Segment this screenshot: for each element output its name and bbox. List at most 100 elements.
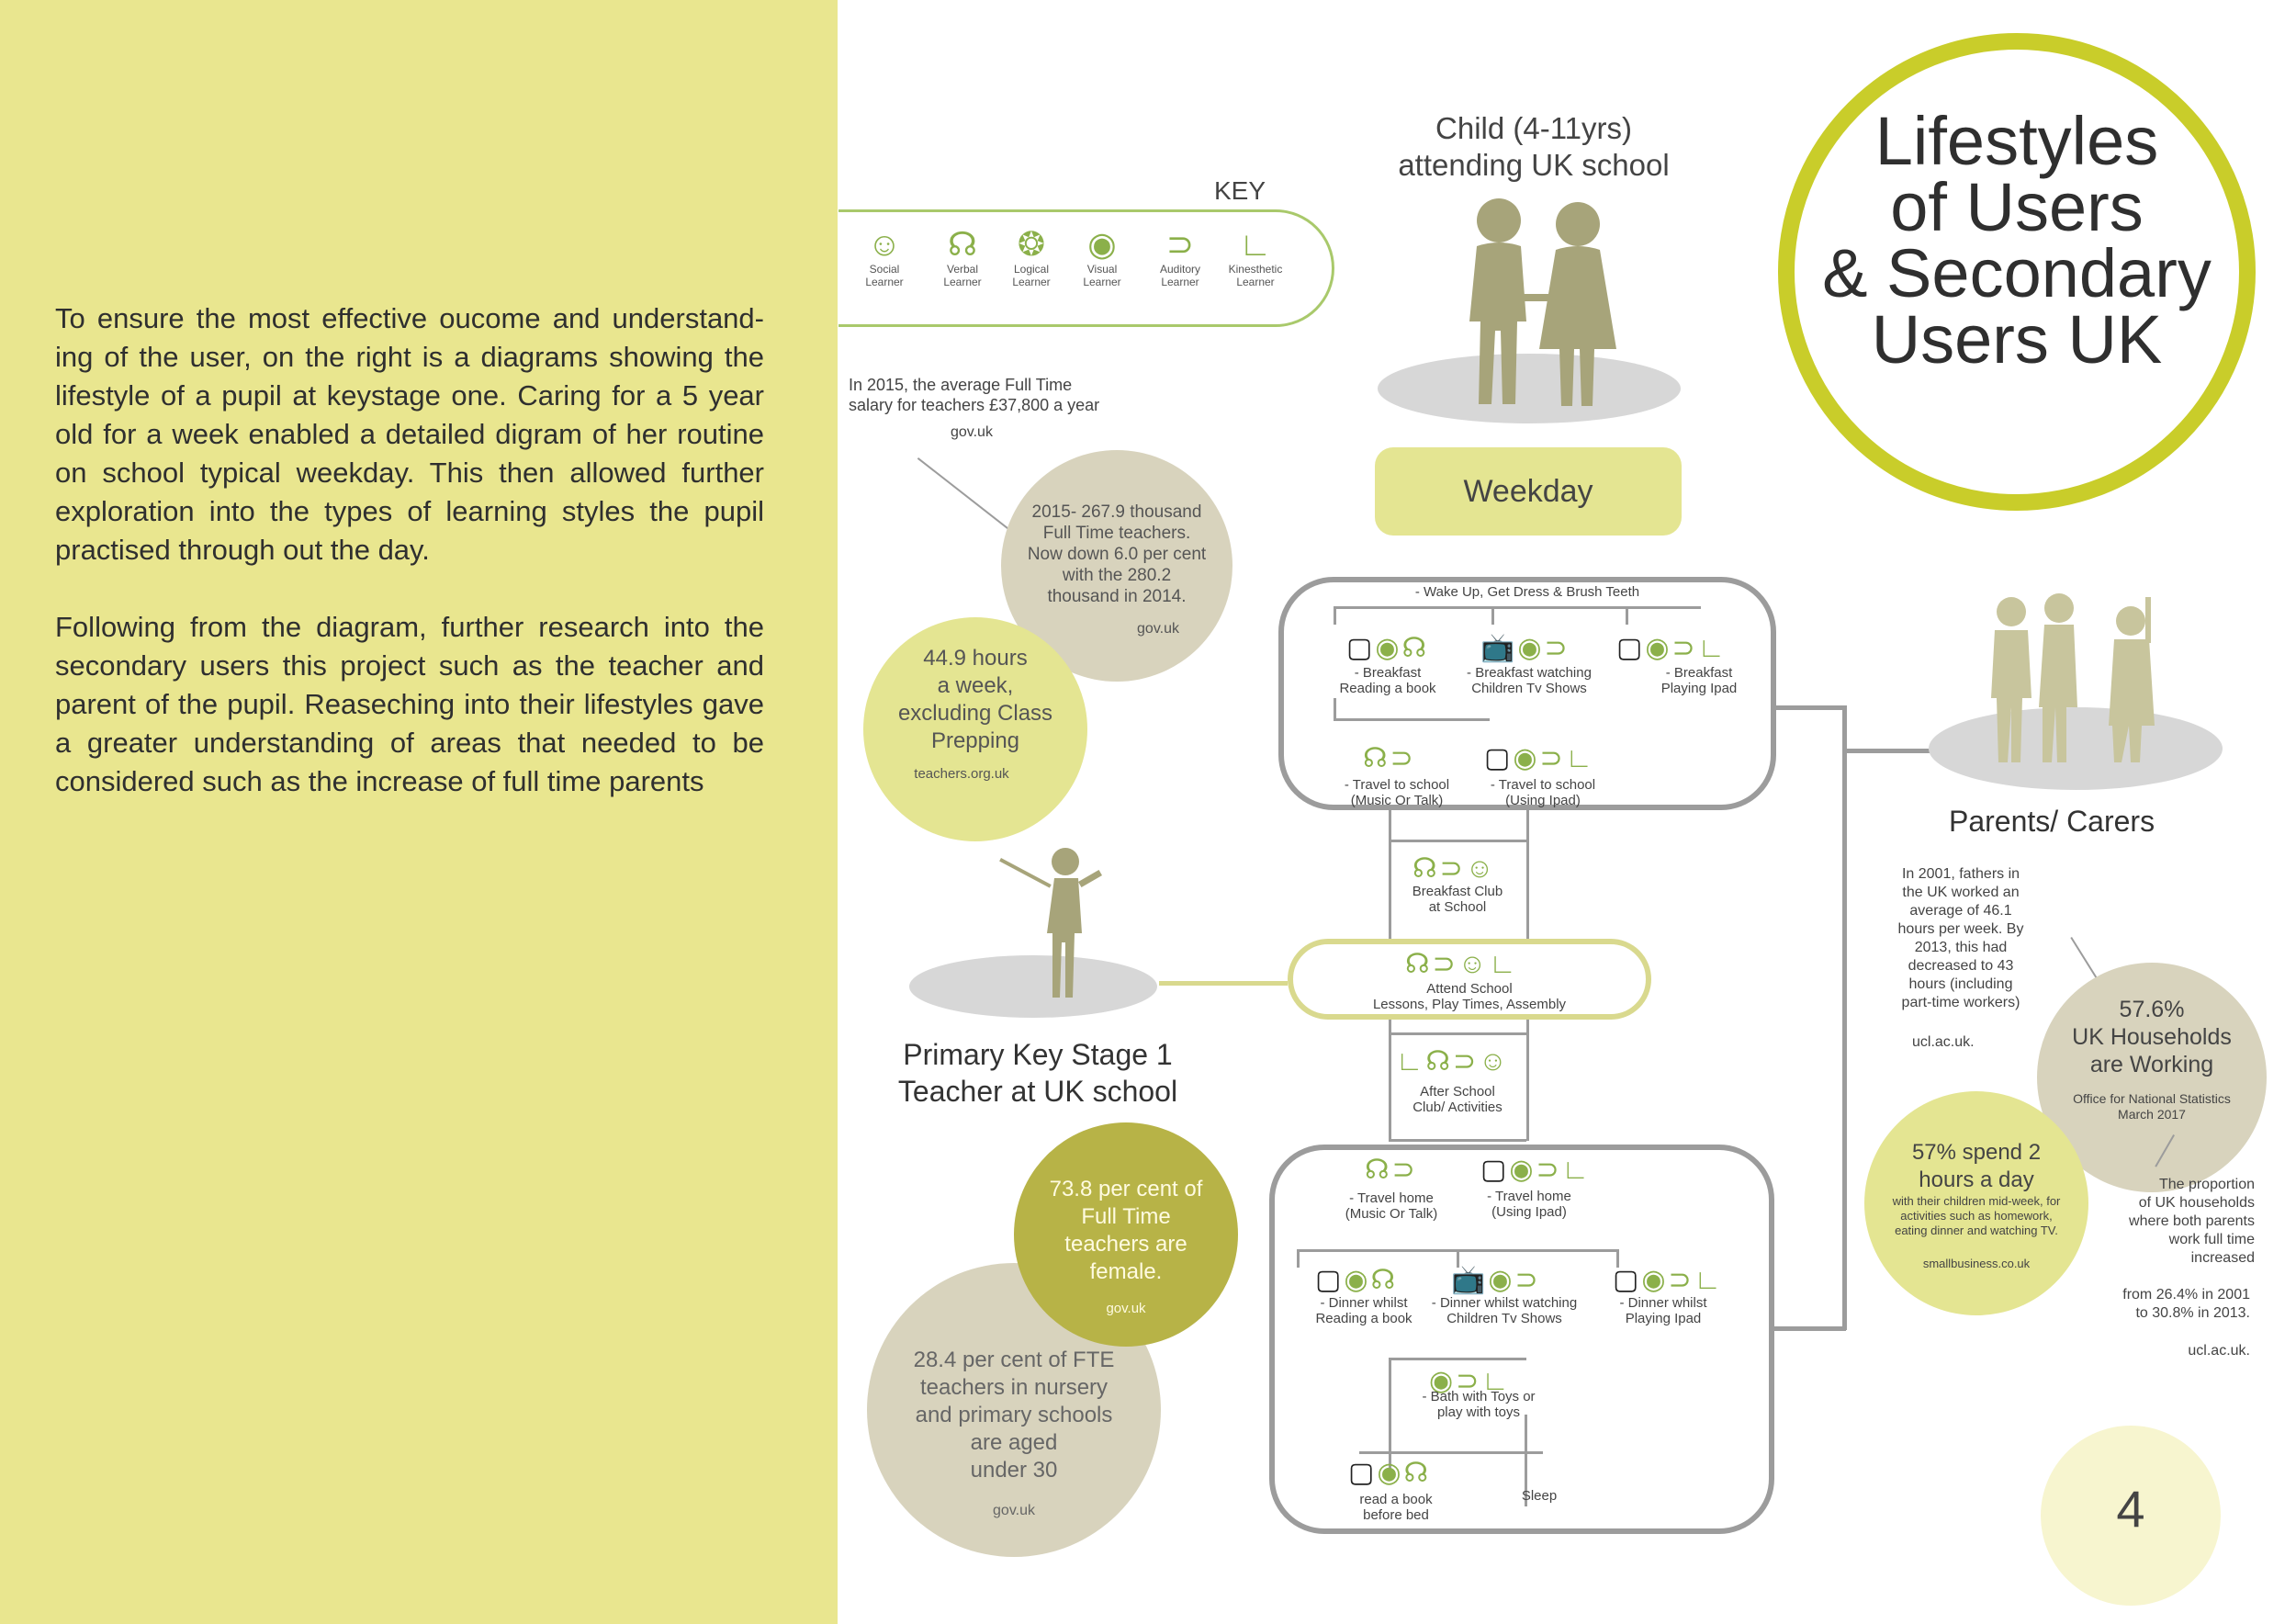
- count-line-1: 2015- 267.9 thousand: [1031, 502, 1202, 522]
- read1: read a book: [1359, 1492, 1433, 1507]
- female-line-1: 73.8 per cent of: [1049, 1177, 1203, 1201]
- d3a: - Dinner whilst: [1619, 1295, 1707, 1311]
- teacher-label-line-1: Primary Key Stage 1: [903, 1038, 1173, 1071]
- b1a: - Breakfast: [1354, 665, 1422, 681]
- hours-line-2: a week,: [937, 673, 1014, 698]
- key-label-1: Verbal: [946, 263, 979, 276]
- dinner-ipad-icons: ▢◉⊃∟: [1613, 1265, 1725, 1295]
- spend-circle: [1864, 1091, 2088, 1315]
- parent-connector-branch: [1842, 749, 1989, 753]
- parents-label: Parents/ Carers: [1949, 805, 2155, 838]
- key-label-1: Logical: [1013, 263, 1050, 276]
- child-label-line-2: attending UK school: [1398, 148, 1670, 182]
- d2b: Children Tv Shows: [1446, 1311, 1562, 1326]
- teacher-label-line-2: Teacher at UK school: [897, 1075, 1178, 1108]
- dinner-tick-1: [1297, 1249, 1300, 1268]
- female-line-3: teachers are: [1064, 1232, 1187, 1257]
- female-line-4: female.: [1089, 1259, 1163, 1284]
- key-label-2: Learner: [865, 276, 904, 288]
- attend1: Attend School: [1426, 981, 1513, 997]
- branch-tick-1: [1334, 606, 1336, 625]
- after2: Club/ Activities: [1412, 1100, 1503, 1115]
- after1: After School: [1420, 1084, 1495, 1100]
- working-2: UK Households: [2072, 1024, 2232, 1050]
- key-box: [838, 209, 1334, 327]
- b2a: - Breakfast watching: [1467, 665, 1592, 681]
- count-line-5: thousand in 2014.: [1047, 587, 1187, 606]
- teacher-label: Primary Key Stage 1 Teacher at UK school: [854, 1036, 1221, 1110]
- travel-music-label: - Travel to school(Music Or Talk): [1328, 777, 1466, 808]
- after-school-icons: ∟☊⊃☺: [1396, 1046, 1510, 1077]
- sleep-branch-line: [1359, 1451, 1543, 1454]
- breakfast-tv-icons: 📺◉⊃: [1480, 633, 1570, 663]
- b2b: Children Tv Shows: [1471, 681, 1587, 696]
- teacher-connector: [1159, 981, 1288, 986]
- key-label-1: Visual: [1086, 263, 1118, 276]
- breakfast-book-icons: ▢◉☊: [1346, 633, 1430, 663]
- spend-1: 57% spend 2: [1911, 1140, 2042, 1165]
- dinner-tick-3: [1616, 1249, 1619, 1268]
- evening-routine-box: [1269, 1145, 1774, 1534]
- club-right-line: [1526, 810, 1529, 939]
- page-title: Lifestyles of Users & Secondary Users UK: [1778, 107, 2256, 378]
- child-label: Child (4-11yrs) attending UK school: [1359, 110, 1708, 184]
- branch-tick-4: [1334, 698, 1336, 718]
- teacher-age-text: 28.4 per cent of FTE teachers in nursery…: [876, 1347, 1152, 1525]
- teacher-hours-circle: [863, 617, 1087, 841]
- dinner-book-icons: ▢◉☊: [1315, 1265, 1399, 1295]
- eye-icon: ◉: [1087, 225, 1117, 263]
- intro-text: To ensure the most effective oucome and …: [55, 299, 764, 840]
- travel-music-icons: ☊⊃: [1363, 743, 1416, 773]
- sleep-label: Sleep: [1521, 1488, 1558, 1504]
- after-right-line: [1526, 1020, 1529, 1141]
- b3b: Playing Ipad: [1660, 681, 1738, 696]
- breakfast-club-icons: ☊⊃☺: [1412, 853, 1497, 884]
- club1: Breakfast Club: [1412, 884, 1503, 899]
- count-line-4: with the 280.2: [1062, 566, 1172, 585]
- intro-paragraph-2: Following from the diagram, further rese…: [55, 611, 764, 797]
- h2b: (Using Ipad): [1491, 1204, 1567, 1220]
- fathers-source: ucl.ac.uk.: [1912, 1034, 1975, 1050]
- title-line-3: & Secondary: [1822, 235, 2212, 311]
- teacher-count-text: 2015- 267.9 thousand Full Time teachers.…: [1001, 502, 1232, 639]
- b3a: - Breakfast: [1665, 665, 1733, 681]
- proportion-note: The proportion of UK households where bo…: [2094, 1176, 2255, 1268]
- travel-ipad-label: - Travel to school(Using Ipad): [1469, 777, 1616, 808]
- salary-note-line-2: salary for teachers £37,800 a year: [849, 396, 1100, 414]
- after-top-line: [1389, 1032, 1526, 1035]
- parent-connector-top: [1776, 705, 1846, 710]
- club-left-line: [1389, 810, 1391, 939]
- count-source: gov.uk: [1137, 621, 1179, 637]
- fathers-5: 2013, this had: [1914, 940, 2008, 955]
- bath2: play with toys: [1436, 1404, 1521, 1420]
- parent-connector-vertical: [1842, 705, 1847, 1330]
- teacher-female-text: 73.8 per cent of Full Time teachers are …: [1014, 1176, 1238, 1323]
- dinner-tick-2: [1457, 1249, 1459, 1268]
- title-line-4: Users UK: [1871, 301, 2163, 378]
- speaking-head-icon: ☊: [948, 225, 977, 263]
- age-line-2: teachers in nursery: [919, 1375, 1109, 1400]
- bath-line: [1389, 1358, 1391, 1470]
- hours-line-4: Prepping: [930, 728, 1020, 753]
- prop-5: increased: [2190, 1250, 2255, 1266]
- attend-school-box: [1288, 939, 1651, 1020]
- h1a: - Travel home: [1349, 1190, 1434, 1206]
- key-label-2: Learner: [943, 276, 982, 288]
- h1b: (Music Or Talk): [1345, 1206, 1438, 1222]
- travel-home-music-icons: ☊⊃: [1365, 1155, 1418, 1185]
- key-label-1: Kinesthetic: [1228, 263, 1283, 276]
- from-source: ucl.ac.uk.: [2188, 1343, 2250, 1359]
- spend-5: eating dinner and watching TV.: [1895, 1224, 2058, 1237]
- travel-ipad-icons: ▢◉⊃∟: [1484, 743, 1596, 773]
- from-1: from 26.4% in 2001: [2122, 1287, 2250, 1303]
- branch-tick-2: [1491, 606, 1494, 625]
- attend-school-icons: ☊⊃☺∟: [1405, 949, 1519, 979]
- fathers-7: hours (including: [1908, 976, 2013, 992]
- after-left-line: [1389, 1020, 1391, 1141]
- from-note: from 26.4% in 2001 to 30.8% in 2013.: [2076, 1286, 2250, 1323]
